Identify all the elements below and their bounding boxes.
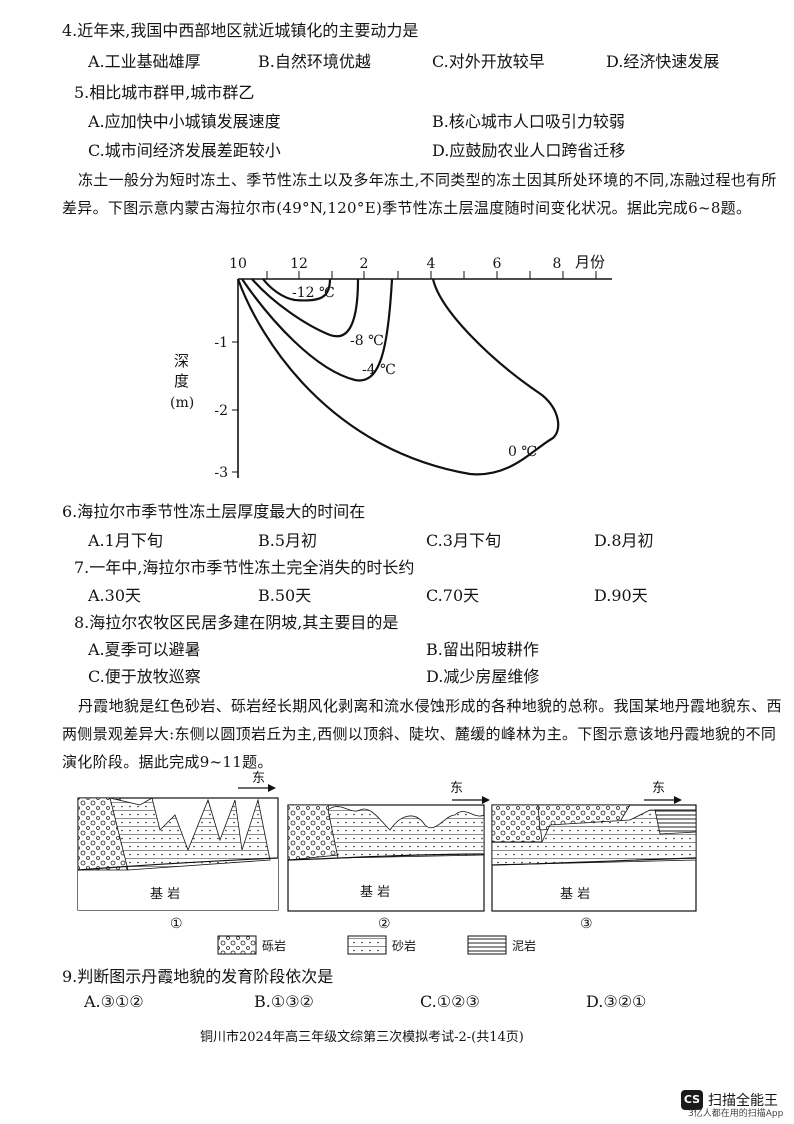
q4-option-c: C.对外开放较早	[432, 52, 545, 71]
q9-option-c: C.①②③	[420, 992, 480, 1011]
y-label-minus-1: -1	[214, 335, 228, 351]
legend-sand-label: 砂岩	[392, 938, 416, 953]
q7-option-b: B.50天	[258, 586, 312, 605]
y-title-char-2: 度	[174, 372, 190, 390]
panel-stage-2: 基 岩	[287, 804, 485, 912]
x-label-2: 2	[360, 256, 369, 272]
question-4-stem: 4.近年来,我国中西部地区就近城镇化的主要动力是	[62, 21, 419, 40]
frozen-soil-chart: 10 12 2 4 6 8 月份 -1 -2 -3 -12 ℃ -8 ℃ -4 …	[214, 253, 612, 481]
east-arrow-1-head	[268, 784, 276, 792]
isotherm-minus-12	[262, 278, 332, 302]
legend-mud-swatch	[467, 935, 507, 955]
watermark-tagline: 3亿人都在用的扫描App	[688, 1109, 784, 1119]
passage-danxia: 丹霞地貌是红色砂岩、砾岩经长期风化剥离和流水侵蚀形成的各种地貌的总称。我国某地丹…	[62, 697, 782, 771]
q6-option-a: A.1月下旬	[88, 531, 163, 550]
east-label-3: 东	[652, 781, 665, 796]
bedrock-label-3: 基 岩	[560, 887, 590, 902]
label-0: 0 ℃	[508, 444, 537, 460]
x-label-6: 6	[493, 256, 502, 272]
q6-option-d: D.8月初	[594, 531, 654, 550]
east-arrow-3-head	[674, 796, 682, 804]
east-arrow-2-head	[482, 796, 490, 804]
legend-mud-label: 泥岩	[512, 938, 536, 953]
east-label-1: 东	[252, 771, 265, 786]
q9-option-d: D.③②①	[586, 992, 647, 1011]
question-8-stem: 8.海拉尔农牧区民居多建在阴坡,其主要目的是	[74, 613, 399, 632]
q7-option-c: C.70天	[426, 586, 480, 605]
stage-label-2: ②	[378, 916, 391, 932]
page-footer: 铜川市2024年高三年级文综第三次模拟考试-2-(共14页)	[200, 1030, 524, 1045]
q7-option-a: A.30天	[88, 586, 142, 605]
q6-option-c: C.3月下旬	[426, 531, 501, 550]
watermark-brand: 扫描全能王	[708, 1093, 778, 1109]
legend-sand-swatch	[347, 935, 387, 955]
q5-option-b: B.核心城市人口吸引力较弱	[432, 112, 625, 131]
q4-option-b: B.自然环境优越	[258, 52, 371, 71]
q5-option-a: A.应加快中小城镇发展速度	[88, 112, 281, 131]
label-minus-12: -12 ℃	[292, 285, 335, 301]
y-label-minus-2: -2	[214, 403, 228, 419]
q7-option-d: D.90天	[594, 586, 648, 605]
q9-option-a: A.③①②	[84, 992, 144, 1011]
isotherm-minus-4	[241, 278, 394, 382]
danxia-figure: 东 东 东 基 岩 ① 基 岩 ② 基 岩 ③ 砾岩 砂岩 泥岩	[77, 771, 697, 955]
camscanner-logo-icon: CS	[681, 1090, 703, 1110]
question-5-stem: 5.相比城市群甲,城市群乙	[74, 83, 255, 102]
q8-option-c: C.便于放牧巡察	[88, 667, 201, 686]
q8-option-d: D.减少房屋维修	[426, 667, 540, 686]
y-title-unit: (m)	[170, 395, 195, 411]
q5-option-d: D.应鼓励农业人口跨省迁移	[432, 141, 626, 160]
x-label-12: 12	[290, 256, 308, 272]
x-label-4: 4	[427, 256, 436, 272]
label-minus-8: -8 ℃	[350, 333, 384, 349]
q5-option-c: C.城市间经济发展差距较小	[88, 141, 281, 160]
y-label-minus-3: -3	[214, 465, 228, 481]
x-label-8: 8	[553, 256, 562, 272]
bedrock-label-2: 基 岩	[360, 885, 390, 900]
bedrock-label-1: 基 岩	[150, 887, 180, 902]
x-unit-label: 月份	[575, 253, 605, 271]
east-label-2: 东	[450, 781, 463, 796]
stage-label-3: ③	[580, 916, 593, 932]
isotherm-0	[236, 278, 560, 476]
panel-stage-3: 基 岩	[491, 804, 697, 912]
legend-gravel-label: 砾岩	[262, 938, 286, 953]
q4-option-d: D.经济快速发展	[606, 52, 720, 71]
q8-option-a: A.夏季可以避暑	[88, 640, 201, 659]
panel-stage-1: 基 岩	[77, 797, 279, 911]
question-7-stem: 7.一年中,海拉尔市季节性冻土完全消失的时长约	[74, 558, 415, 577]
q6-option-b: B.5月初	[258, 531, 318, 550]
question-6-stem: 6.海拉尔市季节性冻土层厚度最大的时间在	[62, 502, 366, 521]
q9-option-b: B.①③②	[254, 992, 314, 1011]
stage-label-1: ①	[170, 916, 183, 932]
passage-frozen-soil: 冻土一般分为短时冻土、季节性冻土以及多年冻土,不同类型的冻土因其所处环境的不同,…	[62, 171, 777, 217]
isotherm-minus-8	[251, 278, 360, 338]
q4-option-a: A.工业基础雄厚	[88, 52, 201, 71]
y-title-char-1: 深	[174, 352, 190, 370]
q8-option-b: B.留出阳坡耕作	[426, 640, 539, 659]
question-9-stem: 9.判断图示丹霞地貌的发育阶段依次是	[62, 967, 334, 986]
legend-gravel-swatch	[217, 935, 257, 955]
x-label-10: 10	[229, 256, 247, 272]
label-minus-4: -4 ℃	[362, 362, 396, 378]
